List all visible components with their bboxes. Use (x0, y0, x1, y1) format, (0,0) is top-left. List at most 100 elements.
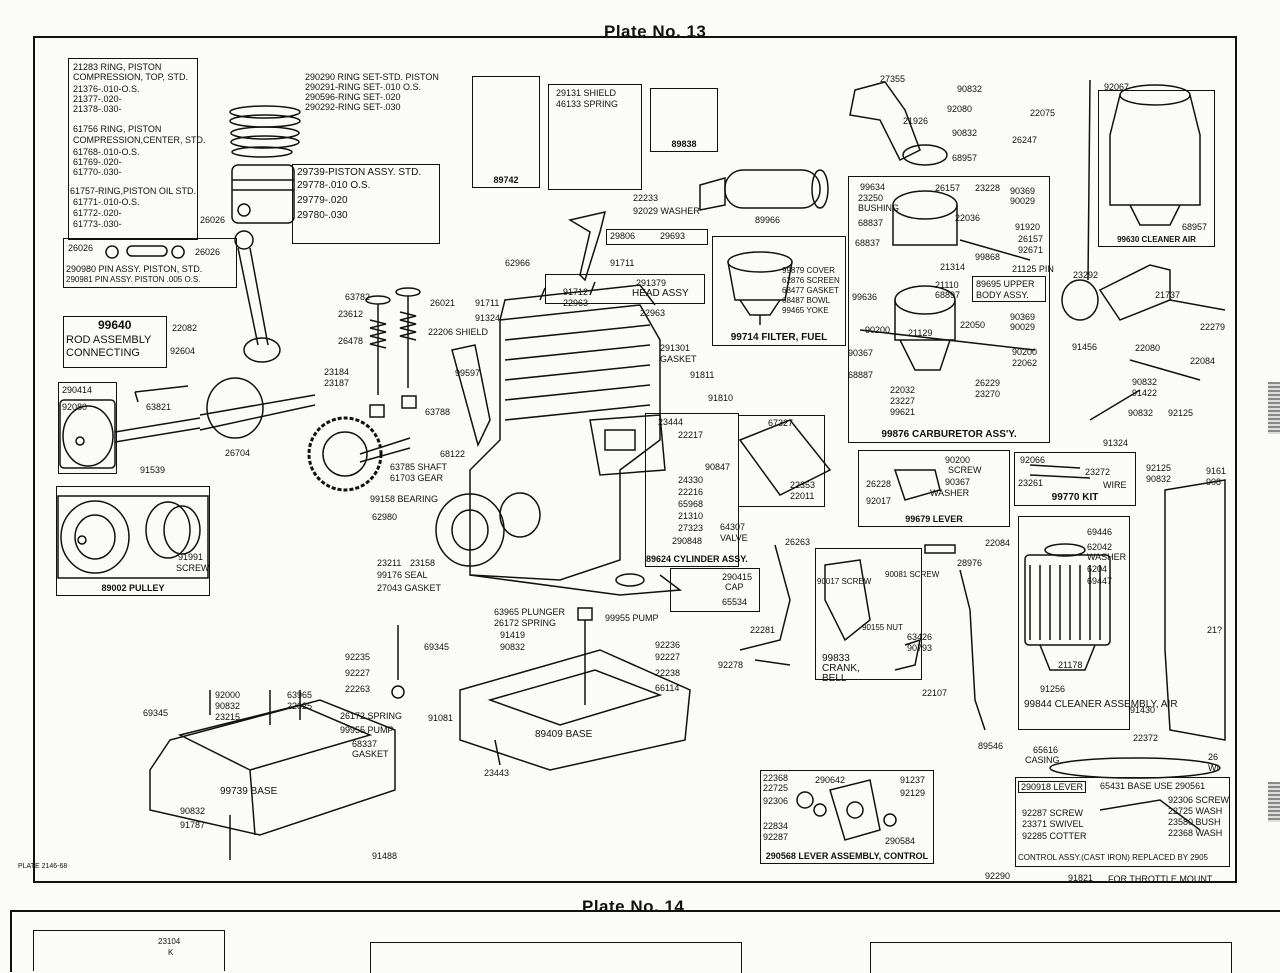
pin-part-2: 26026 (195, 247, 221, 257)
cyl-24330: 24330 (678, 475, 704, 485)
scan-strip-2 (1268, 782, 1280, 822)
cl-91256: 91256 (1040, 684, 1066, 694)
bell-crank-drawing (739, 544, 986, 731)
pulley-label: 89002 PULLEY (101, 583, 165, 593)
piston-assy-1: 29739-PISTON ASSY. STD. (297, 167, 422, 178)
piston-assy-3: 29779-.020 (297, 195, 348, 206)
seal-99176: 99176 SEAL (377, 570, 428, 580)
ca-22368: 22368 WASH (1168, 828, 1223, 838)
ring-oil-2: 61771-.010-O.S. (73, 197, 140, 207)
label-62966: 62966 (505, 258, 531, 268)
pulley-screw-number: 91991 (178, 552, 204, 562)
bell-89546: 89546 (978, 741, 1004, 751)
carb-23270: 23270 (975, 389, 1001, 399)
lever-label: 99679 LEVER (905, 514, 963, 524)
carb-99634: 99634 (860, 182, 886, 192)
carburetor-box: 99876 CARBURETOR ASS'Y. (848, 176, 1050, 443)
label-62980: 62980 (372, 512, 398, 522)
ac-91422: 91422 (1132, 388, 1158, 398)
cap-box (670, 568, 760, 612)
carb-21926: 21926 (903, 116, 929, 126)
rod-part-22082: 22082 (172, 323, 198, 333)
carb-27355: 27355 (880, 74, 906, 84)
valve-26478: 26478 (338, 336, 364, 346)
shield-89742-box: 89742 (472, 76, 540, 188)
gear-61703: 61703 GEAR (390, 473, 444, 483)
plate-14-box-3 (870, 942, 1232, 973)
valve-68122: 68122 (440, 449, 466, 459)
ca-23371: 23371 SWIVEL (1022, 819, 1084, 829)
ac-22080: 22080 (1135, 343, 1161, 353)
control-lever-label: 290568 LEVER ASSEMBLY, CONTROL (765, 851, 929, 861)
lever-washer: WASHER (930, 488, 970, 498)
label-22963b: 22963 (640, 308, 666, 318)
fuel-filter-drawing (727, 251, 793, 325)
throttle-label: FOR THROTTLE MOUNT (1108, 874, 1213, 884)
plunger-91419: 91419 (500, 630, 526, 640)
ac-22279: 22279 (1200, 322, 1226, 332)
ring-top-3: 21376-.010-O.S. (73, 84, 140, 94)
carb-99868: 99868 (975, 252, 1001, 262)
ring-oil-1: 61757-RING,PISTON OIL STD. (70, 186, 197, 196)
part-89838-label: 89838 (671, 139, 697, 149)
kit-92066: 92066 (1020, 455, 1046, 465)
b89409-22263: 22263 (345, 684, 371, 694)
cl-62042: 62042 (1087, 542, 1113, 552)
label-91810: 91810 (708, 393, 734, 403)
ringset-2: 290291-RING SET-.010 O.S. (305, 82, 422, 92)
control-assy-drawing (1099, 799, 1201, 831)
carb-22075: 22075 (1030, 108, 1056, 118)
plunger-90832: 90832 (500, 642, 526, 652)
upper-body-box (972, 276, 1046, 302)
cl2-92287: 92287 (763, 832, 789, 842)
cyl-27323: 27323 (678, 523, 704, 533)
cl-wi: WI (1208, 763, 1219, 773)
plunger-69345: 69345 (424, 642, 450, 652)
ca-23580: 23580 BUSH (1168, 817, 1221, 827)
plunger-22238: 22238 (655, 668, 681, 678)
carb-body-assy: BODY ASSY. (976, 290, 1029, 300)
b99739-22025: 22025 (287, 701, 313, 711)
ring-center-4: 61769-.020- (73, 157, 122, 167)
carb-22036: 22036 (955, 213, 981, 223)
shaft-63785: 63785 SHAFT (390, 462, 448, 472)
cl-casing: CASING (1025, 755, 1060, 765)
valve-91324: 91324 (475, 313, 501, 323)
b89409-92227: 92227 (345, 668, 371, 678)
ringset-1: 290290 RING SET-STD. PISTON (305, 72, 439, 82)
b89409-92235: 92235 (345, 652, 371, 662)
carb-90200b: 90200 (1012, 347, 1038, 357)
carb-21125: 21125 PIN (1012, 264, 1054, 274)
engine-block-drawing (435, 281, 683, 596)
cl-69447: 69447 (1087, 576, 1113, 586)
plunger-26172: 26172 SPRING (494, 618, 557, 628)
ac-23292: 23292 (1073, 270, 1099, 280)
plate-14-box-2 (370, 942, 742, 973)
ff-99465: 99465 YOKE (782, 306, 829, 315)
carb-label: 99876 CARBURETOR ASS'Y. (881, 429, 1017, 440)
air-cleaner-label: 99630 CLEANER AIR (1117, 235, 1196, 244)
label-29693: 29693 (660, 231, 686, 241)
ca-base: 65431 BASE USE 290561 (1100, 781, 1206, 791)
ac-92067: 92067 (1104, 82, 1130, 92)
label-29806: 29806 (610, 231, 636, 241)
carb-23227: 23227 (890, 396, 916, 406)
carburetor-drawing (849, 81, 1036, 371)
b99739-91488: 91488 (372, 851, 398, 861)
ca-92306: 92306 SCREW (1168, 795, 1230, 805)
cl2-22725: 22725 (763, 783, 789, 793)
part-89838-box: 89838 (650, 88, 718, 152)
plate-code: PLATE 2146-68 (18, 863, 68, 870)
air-cleaner-box: 99630 CLEANER AIR (1098, 90, 1215, 247)
label-291379: 291379 (636, 278, 667, 288)
carb-26157a: 26157 (935, 183, 961, 193)
carb-68837b: 68837 (855, 238, 881, 248)
cl2-92306: 92306 (763, 796, 789, 806)
bell-26263: 26263 (785, 537, 811, 547)
fuel-filter-label: 99714 FILTER, FUEL (730, 332, 828, 343)
bell-90155: 90155 NUT (862, 623, 903, 632)
base-89409-drawing (391, 607, 691, 771)
cap-label: CAP (725, 582, 744, 592)
pin-os: 290981 PIN ASSY. PISTON .005 O.S. (66, 275, 201, 284)
ac-90832a: 90832 (1132, 377, 1158, 387)
